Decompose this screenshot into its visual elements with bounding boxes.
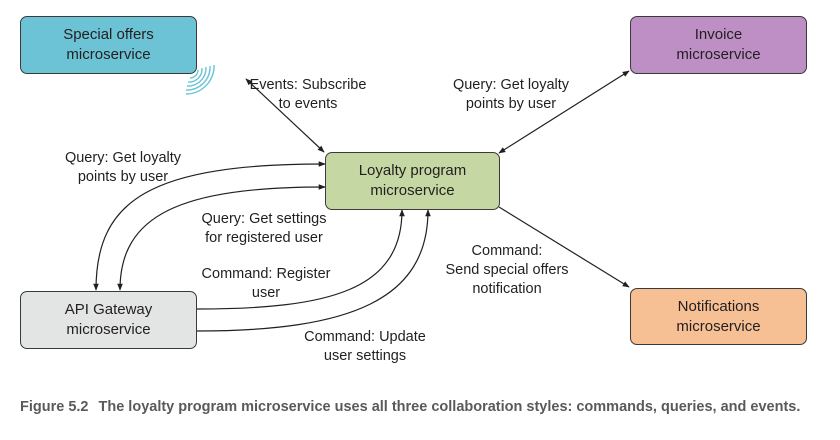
- special-offers-title: Special offers: [63, 26, 154, 43]
- notification-command-label: Command: Send special offers notificatio…: [432, 242, 582, 299]
- events-label-line2: to events: [278, 96, 338, 112]
- loyalty-program-title: Loyalty program: [358, 162, 467, 179]
- register-command-label-line2: user: [251, 285, 281, 301]
- invoice-query-arrow: [498, 70, 630, 154]
- notification-command-arrow: [498, 206, 630, 288]
- figure-number: Figure 5.2: [20, 399, 89, 415]
- invoice-node: Invoice microservice: [630, 16, 807, 74]
- notification-command-label-line1: Command:: [471, 243, 543, 259]
- register-command-label: Command: Register user: [186, 265, 346, 303]
- gateway-query-settings-arrow: [117, 184, 326, 291]
- register-command-label-line1: Command: Register: [201, 266, 331, 282]
- notifications-title: Notifications: [677, 297, 760, 315]
- gateway-query-points-label-line2: points by user: [77, 169, 169, 185]
- update-command-label-line1: Command: Update: [304, 329, 426, 345]
- special-offers-subtitle: microservice: [66, 46, 151, 63]
- special-offers-node: Special offers microservice: [20, 16, 197, 74]
- api-gateway-node: API Gateway microservice: [20, 291, 197, 349]
- gateway-query-settings-label-line1: Query: Get settings: [201, 211, 327, 227]
- gateway-query-points-label: Query: Get loyalty points by user: [48, 149, 198, 187]
- invoice-query-label-line2: points by user: [465, 96, 557, 112]
- notification-command-label-line2: Send special offers: [445, 262, 569, 278]
- invoice-title: Invoice: [694, 26, 743, 43]
- invoice-query-label: Query: Get loyalty points by user: [436, 76, 586, 114]
- figure-caption-text: The loyalty program microservice uses al…: [98, 399, 801, 415]
- notification-command-label-line3: notification: [472, 281, 542, 297]
- update-command-label: Command: Update user settings: [290, 328, 440, 366]
- invoice-query-label-line1: Query: Get loyalty: [452, 77, 570, 93]
- api-gateway-title: API Gateway: [64, 301, 153, 318]
- notifications-node: Notifications microservice: [630, 288, 807, 345]
- loyalty-program-subtitle: microservice: [370, 182, 455, 199]
- figure-caption: Figure 5.2 The loyalty program microservi…: [20, 397, 820, 417]
- update-command-arrow: [196, 209, 431, 332]
- events-label-line1: Events: Subscribe: [249, 77, 367, 93]
- events-label: Events: Subscribe to events: [238, 76, 378, 114]
- gateway-query-points-label-line1: Query: Get loyalty: [64, 150, 182, 166]
- api-gateway-subtitle: microservice: [66, 321, 151, 338]
- events-arrow: [245, 78, 325, 153]
- update-command-label-line2: user settings: [323, 348, 407, 364]
- gateway-query-settings-label-line2: for registered user: [205, 230, 323, 246]
- register-command-arrow: [196, 209, 405, 310]
- event-broadcast-icon: [185, 64, 215, 95]
- notifications-subtitle: microservice: [676, 317, 761, 335]
- gateway-query-settings-label: Query: Get settings for registered user: [186, 210, 342, 248]
- loyalty-program-node: Loyalty program microservice: [325, 152, 500, 210]
- invoice-subtitle: microservice: [676, 46, 761, 63]
